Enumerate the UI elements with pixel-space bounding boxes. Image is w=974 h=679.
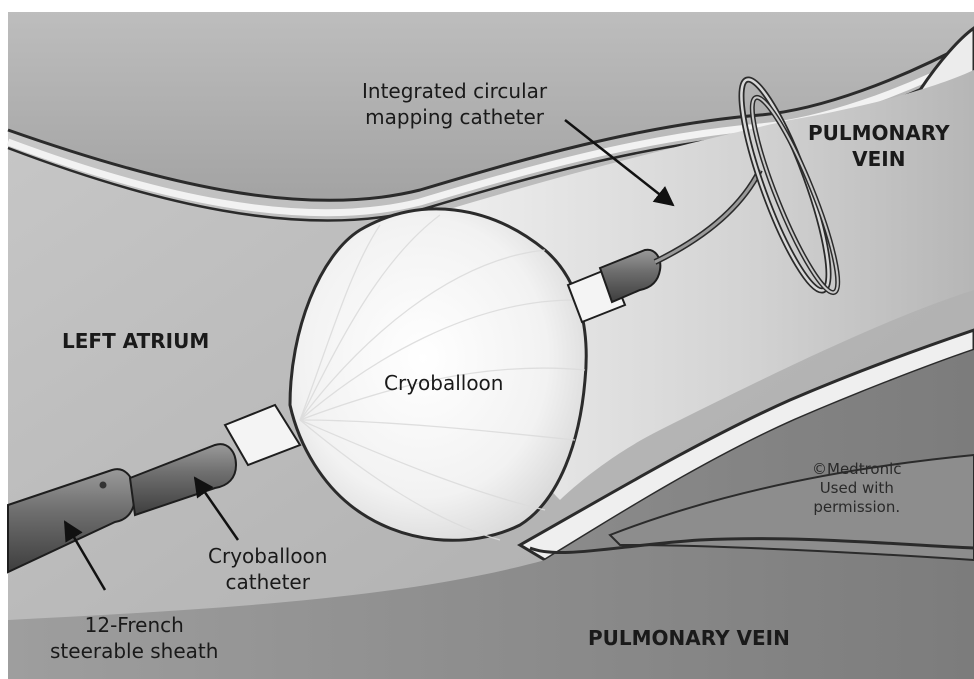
pulmonary-vein-label-bottom: PULMONARY VEIN: [588, 625, 790, 651]
sheath-label: 12-French steerable sheath: [50, 612, 218, 664]
mapping-catheter-label: Integrated circular mapping catheter: [362, 78, 547, 130]
left-atrium-label: LEFT ATRIUM: [62, 328, 209, 354]
copyright-credit: ©Medtronic Used with permission.: [812, 460, 902, 517]
pulmonary-vein-label-top: PULMONARY VEIN: [808, 120, 950, 172]
cryoballoon-label: Cryoballoon: [384, 370, 503, 396]
cryoballoon-catheter-label: Cryoballoon catheter: [208, 543, 327, 595]
